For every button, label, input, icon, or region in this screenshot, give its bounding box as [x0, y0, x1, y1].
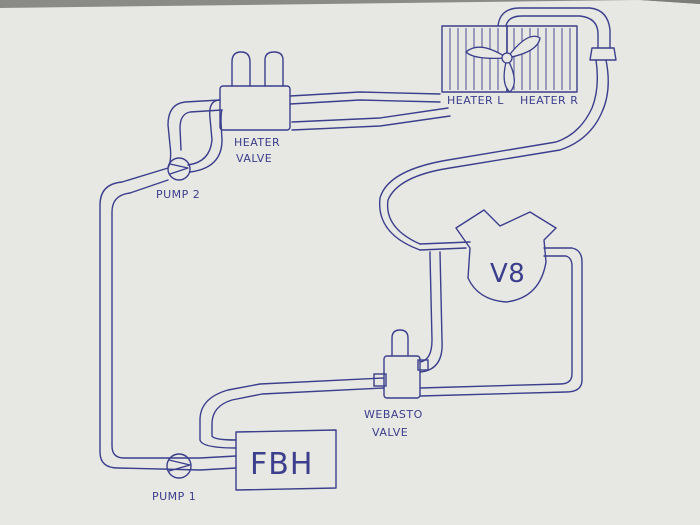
- heater-valve-label-line2: VALVE: [236, 152, 272, 165]
- pipe-v8-left-feed-inner: [419, 247, 467, 251]
- pump2-icon: [167, 157, 191, 181]
- v8-engine-icon: [455, 209, 557, 303]
- pipe-heater-valve-to-heater-bottom: [291, 107, 449, 123]
- pipe-left-inner: [111, 179, 237, 459]
- pipe-left-outer: [99, 167, 237, 471]
- pump1-icon: [166, 453, 192, 479]
- pipe-heater-return-inner: [379, 59, 599, 251]
- heater-valve-body: [219, 85, 291, 131]
- pipe-webasto-to-fbh-outer: [199, 377, 385, 449]
- pipe-v8-left-feed: [419, 241, 471, 245]
- pump1-label: PUMP 1: [152, 490, 196, 503]
- heater-valve-stem-left: [231, 51, 251, 87]
- v8-label: V8: [490, 259, 525, 289]
- fan-icon: [465, 35, 541, 93]
- pipe-heater-return-outer: [386, 59, 609, 245]
- webasto-valve-icon: [373, 329, 429, 399]
- pipe-pump2-to-heater-valve-outer: [187, 99, 221, 166]
- pipe-v8-tee-down: [419, 251, 433, 363]
- fbh-label: FBH: [250, 447, 313, 482]
- fbh-box: [235, 429, 337, 491]
- pipe-webasto-to-fbh-inner: [211, 387, 385, 441]
- pipe-heater-valve-to-heater-top-inner: [289, 99, 441, 105]
- pump2-impeller: [169, 163, 189, 175]
- heater-l-label: HEATER L: [447, 94, 504, 107]
- pipe-pump2-to-heater-valve-inner: [189, 109, 223, 173]
- pump2-label: PUMP 2: [156, 188, 200, 201]
- pipe-heater-cap: [589, 47, 617, 61]
- heater-r-label: HEATER R: [520, 94, 578, 107]
- pump1-impeller: [168, 459, 191, 472]
- pipe-heater-top-loop-inner: [505, 15, 599, 49]
- pipe-v8-right-inner: [419, 255, 573, 389]
- pipe-heater-valve-left-loop-inner: [179, 109, 223, 151]
- heater-valve-stem-right: [264, 51, 284, 87]
- pipe-heater-top-loop: [497, 7, 611, 49]
- webasto-label-line1: WEBASTO: [364, 408, 423, 421]
- webasto-label-line2: VALVE: [372, 426, 408, 439]
- pipe-v8-tee-down-inner: [419, 251, 443, 373]
- pipe-heater-valve-to-heater-top: [289, 91, 441, 97]
- heater-valve-label-line1: HEATER: [234, 136, 280, 149]
- pipe-heater-valve-to-heater-bottom-inner: [291, 115, 451, 131]
- paper-shadow: [640, 0, 700, 4]
- pipe-v8-right: [419, 247, 583, 397]
